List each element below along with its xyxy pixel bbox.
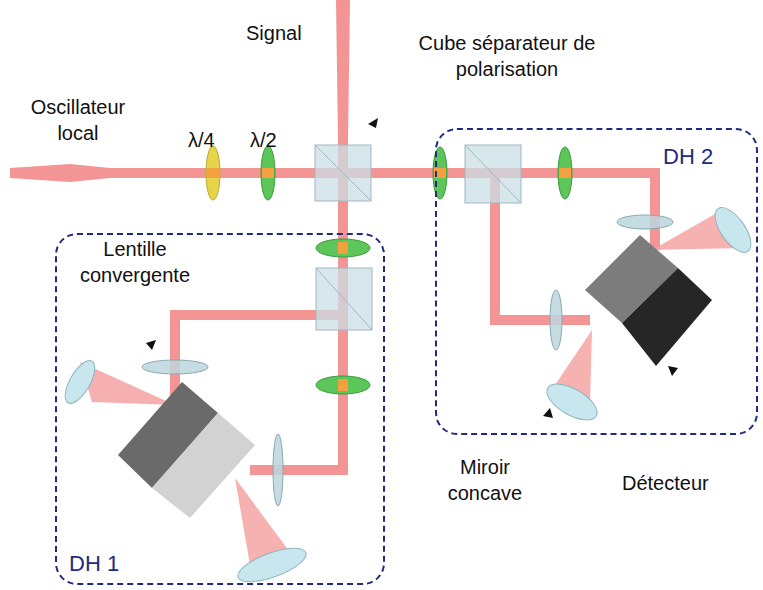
part-label: Oscillateur local xyxy=(8,94,148,146)
part-label: λ/4 xyxy=(188,127,238,153)
part-label: Lentille convergente xyxy=(60,236,210,288)
part-label: Cube séparateur de polarisation xyxy=(392,30,622,82)
polarizing-cubes xyxy=(315,145,521,330)
part-label: Signal xyxy=(246,20,336,46)
part-label: Miroir concave xyxy=(430,454,540,506)
region-label: DH 1 xyxy=(69,551,119,577)
laser-beams xyxy=(10,0,660,475)
dashed-region: DH 2 xyxy=(435,128,758,435)
concave-mirrors xyxy=(59,202,757,589)
region-label: DH 2 xyxy=(663,144,713,170)
reflected-beams xyxy=(80,210,742,565)
waveplates xyxy=(206,146,572,394)
pointer-marks xyxy=(146,118,678,418)
part-label: Détecteur xyxy=(622,470,742,496)
part-label: λ/2 xyxy=(250,127,300,153)
